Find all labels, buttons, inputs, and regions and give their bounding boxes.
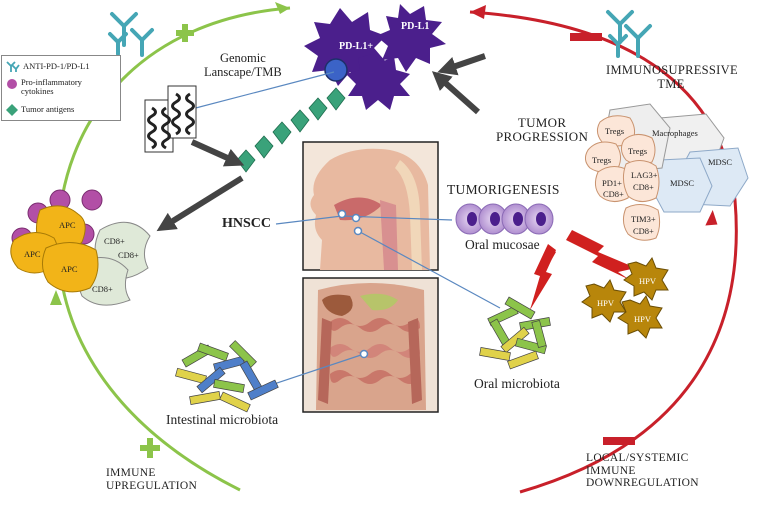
immune-up-line1: IMMUNE xyxy=(106,467,156,479)
immune-upregulation-label: IMMUNE UPREGULATION xyxy=(106,467,197,492)
tumor-cell-cluster xyxy=(304,4,446,110)
tumor-receptor-dot xyxy=(324,58,348,82)
hpv-label-1: HPV xyxy=(639,276,657,286)
mdsc-label-1: MDSC xyxy=(708,157,732,167)
lag3-label: LAG3+ xyxy=(631,170,658,180)
antibody-icon-top-left xyxy=(108,12,154,57)
macrophages-label: Macrophages xyxy=(652,128,698,138)
hpv-label-2: HPV xyxy=(597,298,615,308)
local-systemic-downregulation-label: LOCAL/SYSTEMIC IMMUNE DOWNREGULATION xyxy=(586,452,699,490)
apc-label-1: APC xyxy=(59,220,76,230)
tumor-antigen-icon xyxy=(6,104,18,116)
tumor-genomic-connector xyxy=(187,71,335,111)
local-down-line1: LOCAL/SYSTEMIC xyxy=(586,452,689,464)
plus-sign-bottom xyxy=(140,438,160,458)
oral-mucosae-cells xyxy=(455,203,554,235)
lightning-bolt-icon xyxy=(530,244,556,310)
dna-document-icon xyxy=(144,85,197,153)
immunosuppressive-line2: TME xyxy=(657,76,685,91)
pd1-cd8-label: CD8+ xyxy=(603,189,624,199)
antibody-icon-top-right xyxy=(606,10,652,58)
cytokine-icon xyxy=(7,79,17,89)
legend-cytokines-line2: cytokines xyxy=(21,85,54,96)
lightning-bolt-icon xyxy=(566,230,636,280)
plus-sign-top xyxy=(176,24,194,42)
pd1-label: PD1+ xyxy=(602,178,622,188)
apc-label-3: APC xyxy=(61,264,78,274)
local-down-line2: IMMUNE xyxy=(586,464,636,477)
tumor-progression-line2: PROGRESSION xyxy=(496,129,589,145)
cd8-label-1: CD8+ xyxy=(104,236,125,246)
oral-microbiota-label: Oral microbiota xyxy=(474,376,560,391)
hpv-cluster xyxy=(581,256,669,339)
tregs-label-2: Tregs xyxy=(592,155,611,165)
legend-cytokines-line1: Pro-inflammatory xyxy=(21,77,82,87)
immunosuppressive-tme-label: IMMUNOSUPRESSIVE TME xyxy=(606,63,738,92)
oral-mucosae-label: Oral mucosae xyxy=(465,237,540,252)
minus-sign-top xyxy=(570,33,602,41)
lag3-cd8-label: CD8+ xyxy=(633,182,654,192)
immune-up-line2: UPREGULATION xyxy=(106,479,198,492)
tumor-progression-line1: TUMOR xyxy=(517,115,567,130)
pdl1-left-label: PD-L1+ xyxy=(339,41,373,52)
pdl1-right-label: PD-L1 xyxy=(401,21,429,32)
genomic-landscape-label: Genomic Lanscape/TMB xyxy=(204,51,282,80)
local-down-line3: DOWNREGULATION xyxy=(586,477,699,490)
genomic-line2: Lanscape/TMB xyxy=(204,64,282,79)
apc-label-2: APC xyxy=(24,249,41,259)
tim3-label: TIM3+ xyxy=(631,214,656,224)
antibody-icon xyxy=(6,61,20,72)
cd8-label-2: CD8+ xyxy=(118,250,139,260)
legend-antigens-label: Tumor antigens xyxy=(21,103,75,114)
legend-row-cytokines: Pro-inflammatory cytokines xyxy=(6,78,82,96)
anatomy-markers xyxy=(337,209,369,359)
legend-antibody-label: ANTI-PD-1/PD-L1 xyxy=(23,60,90,71)
hpv-label-3: HPV xyxy=(634,314,652,324)
genomic-line1: Genomic xyxy=(219,51,266,65)
tumorigenesis-label: TUMORIGENESIS xyxy=(447,182,560,197)
oral-microbiota-rods xyxy=(479,296,551,370)
immunosuppressive-line1: IMMUNOSUPRESSIVE xyxy=(606,63,738,77)
tumor-progression-label: TUMOR PROGRESSION xyxy=(496,115,589,145)
legend-row-antigens: Tumor antigens xyxy=(6,104,74,116)
tim3-cd8-label: CD8+ xyxy=(633,226,654,236)
apc-cluster xyxy=(10,189,151,306)
tme-cell-cluster xyxy=(584,103,749,241)
intestinal-microbiota-label: Intestinal microbiota xyxy=(166,412,279,427)
minus-sign-bottom xyxy=(603,437,635,445)
tregs-label-1: Tregs xyxy=(605,126,624,136)
intestinal-microbiota-rods xyxy=(175,340,279,413)
head-neck-anatomy-panel xyxy=(302,141,439,271)
cd8-label-3: CD8+ xyxy=(92,284,113,294)
hnscc-connectors xyxy=(267,215,501,387)
mdsc-label-2: MDSC xyxy=(670,178,694,188)
gray-arrows xyxy=(156,53,486,232)
legend-row-antibody: ANTI-PD-1/PD-L1 xyxy=(6,61,90,73)
tregs-label-3: Tregs xyxy=(628,146,647,156)
legend: ANTI-PD-1/PD-L1 Pro-inflammatory cytokin… xyxy=(1,55,121,121)
abdomen-anatomy-panel xyxy=(302,277,439,413)
hnscc-label: HNSCC xyxy=(222,216,272,231)
